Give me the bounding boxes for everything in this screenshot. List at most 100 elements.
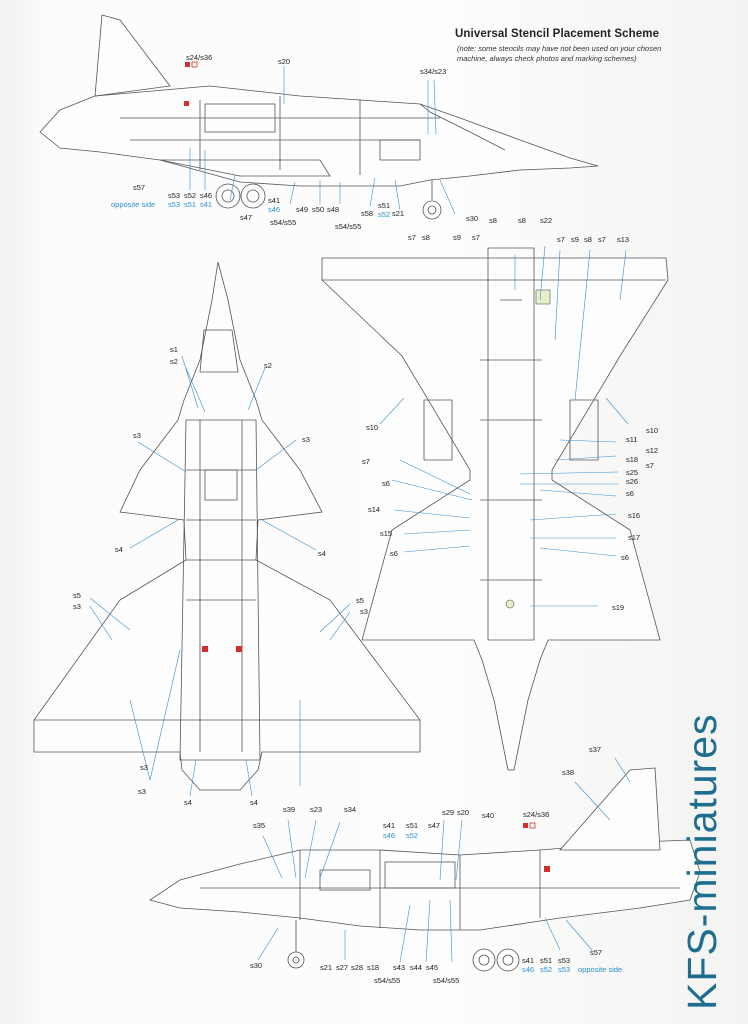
stencil-label: s14: [368, 505, 380, 514]
stencil-label: s20: [457, 808, 469, 817]
stencil-label: s35: [253, 821, 265, 830]
stencil-label: s10: [646, 426, 658, 435]
stencil-label-opposite: s51: [184, 200, 196, 209]
stencil-label: s51: [406, 821, 418, 830]
stencil-label: s4: [115, 545, 123, 554]
stencil-label: s3: [302, 435, 310, 444]
plan-view-lower: [321, 245, 669, 771]
stencil-label: s9: [571, 235, 579, 244]
stencil-label: s41: [383, 821, 395, 830]
stencil-label: s5: [73, 591, 81, 600]
stencil-label: s57: [590, 948, 602, 957]
opposite-side-label: opposite side: [578, 965, 622, 974]
stencil-label: s2: [264, 361, 272, 370]
stencil-label: s4: [184, 798, 192, 807]
stencil-label: s5: [356, 596, 364, 605]
stencil-label: s34: [344, 805, 356, 814]
stencil-label: s16: [628, 511, 640, 520]
stencil-label: s18: [626, 455, 638, 464]
stencil-label: s52: [540, 965, 552, 974]
stencil-label: s30: [250, 961, 262, 970]
stencil-label: s52: [406, 831, 418, 840]
opposite-side-label: opposite side: [111, 200, 155, 209]
stencil-label: s13: [617, 235, 629, 244]
stencil-label: s8: [518, 216, 526, 225]
stencil-label: s11: [626, 435, 638, 444]
stencil-label: s51: [540, 956, 552, 965]
stencil-label: s39: [283, 805, 295, 814]
stencil-label: s40: [482, 811, 494, 820]
stencil-label: s34/s23: [420, 67, 446, 76]
stencil-label: s22: [540, 216, 552, 225]
plan-view-upper: [33, 261, 421, 797]
stencil-label: s25: [626, 468, 638, 477]
stencil-label: s50: [312, 205, 324, 214]
stencil-label: s24/s36: [523, 810, 549, 819]
stencil-label: s46: [383, 831, 395, 840]
stencil-label: s44: [410, 963, 422, 972]
stencil-label: s8: [422, 233, 430, 242]
stencil-label: s43: [393, 963, 405, 972]
stencil-label: s54/s55: [335, 222, 361, 231]
stencil-label: s19: [612, 603, 624, 612]
stencil-label: s6: [382, 479, 390, 488]
stencil-label: s54/s55: [270, 218, 296, 227]
stencil-label: s8: [584, 235, 592, 244]
stencil-label: s2: [170, 357, 178, 366]
stencil-label: s45: [426, 963, 438, 972]
stencil-label: s47: [428, 821, 440, 830]
stencil-label: s53: [558, 956, 570, 965]
stencil-label: s52: [184, 191, 196, 200]
stencil-label: s23: [310, 805, 322, 814]
stencil-label: s8: [489, 216, 497, 225]
stencil-label-opposite: s41: [200, 200, 212, 209]
stencil-label: s26: [626, 477, 638, 486]
page-note: (note: some stencils may have not been u…: [457, 44, 662, 63]
stencil-label: s6: [390, 549, 398, 558]
stencil-label-opposite: s53: [168, 200, 180, 209]
stencil-label: s53: [168, 191, 180, 200]
stencil-label: s6: [621, 553, 629, 562]
stencil-label: s47: [240, 213, 252, 222]
stencil-label: s51: [378, 201, 390, 210]
stencil-label: s54/s55: [433, 976, 459, 985]
stencil-label: s41: [268, 196, 280, 205]
brand-logo: KFS-miniatures: [679, 713, 725, 1010]
stencil-label: s7: [408, 233, 416, 242]
stencil-label: s7: [557, 235, 565, 244]
stencil-label: s7: [472, 233, 480, 242]
stencil-label: s41: [522, 956, 534, 965]
stencil-label: s46: [522, 965, 534, 974]
stencil-label: s4: [250, 798, 258, 807]
stencil-label: s21: [392, 209, 404, 218]
stencil-label: s37: [589, 745, 601, 754]
stencil-label: s9: [453, 233, 461, 242]
stencil-label: s3: [133, 431, 141, 440]
stencil-label: s15: [380, 529, 392, 538]
stencil-label: s46: [268, 205, 280, 214]
stencil-label: s3: [138, 787, 146, 796]
stencil-label: s3: [140, 763, 148, 772]
stencil-label: s30: [466, 214, 478, 223]
stencil-label: s7: [646, 461, 654, 470]
stencil-label: s54/s55: [374, 976, 400, 985]
stencil-label: s3: [360, 607, 368, 616]
stencil-label: s17: [628, 533, 640, 542]
stencil-label: s27: [336, 963, 348, 972]
stencil-label: s3: [73, 602, 81, 611]
stencil-label: s12: [646, 446, 658, 455]
stencil-label: s6: [626, 489, 634, 498]
stencil-label: s7: [362, 457, 370, 466]
stencil-label: s57: [133, 183, 145, 192]
stencil-label: s10: [366, 423, 378, 432]
stencil-label: s46: [200, 191, 212, 200]
stencil-label: s1: [170, 345, 178, 354]
stencil-label: s53: [558, 965, 570, 974]
stencil-label: s48: [327, 205, 339, 214]
stencil-label: s29: [442, 808, 454, 817]
stencil-label: s7: [598, 235, 606, 244]
stencil-label: s20: [278, 57, 290, 66]
stencil-label: s38: [562, 768, 574, 777]
stencil-label: s49: [296, 205, 308, 214]
